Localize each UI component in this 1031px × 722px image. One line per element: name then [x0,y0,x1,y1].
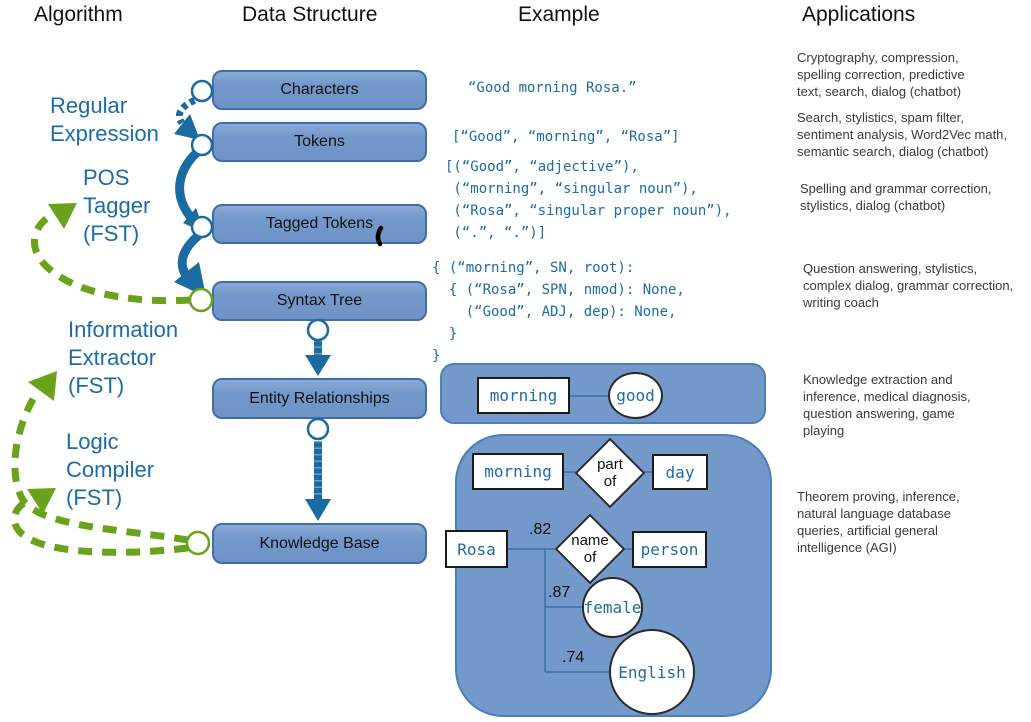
arrow-entity-relationships-to-knowledge-base [305,441,331,521]
er-node-good: good [608,372,663,419]
algorithm-label-logic-compiler: Logic Compiler (FST) [66,429,155,510]
example-tagged-tokens-text: [(“Good”, “adjective”), (“morning”, “sin… [445,159,732,241]
column-header-applications: Applications [802,3,916,26]
kb-node-female: female [582,577,643,638]
port-knowledge-base-left [185,530,211,556]
port-entity-relationships-bottom [306,417,330,441]
applications-entity-relationships: Knowledge extraction and inference, medi… [803,372,971,438]
box-knowledge-base: Knowledge Base [212,523,427,564]
box-characters-label: Characters [280,81,359,98]
kb-confidence-name-of: .82 [529,521,552,538]
kb-node-rosa-label: Rosa [457,539,496,559]
box-syntax-tree-label: Syntax Tree [276,292,363,309]
arrow-tagged-tokens-to-syntax-tree [174,231,206,297]
box-tokens: Tokens [212,122,427,162]
arrow-syntax-tree-to-entity-relationships [305,340,331,376]
kb-node-rosa: Rosa [445,530,508,568]
port-tagged-tokens [190,215,214,239]
algorithm-label-regular-expression: Regular Expression [50,93,159,146]
box-ports-green [185,287,214,556]
kb-node-female-label: female [583,598,642,617]
arrow-tokens-to-tagged-tokens [175,144,205,233]
kb-confidence-english: .74 [562,649,585,666]
kb-node-english-label: English [618,662,686,682]
kb-node-english: English [609,629,695,715]
kb-node-morning-label: morning [484,462,552,481]
kb-relation-name-of-label: name of [571,532,609,566]
er-node-morning-label: morning [489,386,558,405]
column-header-data-structure: Data Structure [242,3,378,26]
applications-tagged-tokens: Spelling and grammar correction, stylist… [800,181,992,213]
port-tokens [190,133,214,157]
box-entity-relationships-label: Entity Relationships [249,389,390,407]
algorithm-label-information-extractor: Information Extractor (FST) [68,317,179,398]
kb-node-person-label: person [640,540,699,559]
box-knowledge-base-label: Knowledge Base [259,534,380,552]
box-tokens-label: Tokens [294,133,345,150]
box-tagged-tokens: Tagged Tokens [212,204,427,244]
kb-confidence-female: .87 [548,584,571,601]
kb-node-morning: morning [472,453,564,490]
kb-node-person: person [632,531,707,568]
applications-syntax-tree: Question answering, stylistics, complex … [803,261,1014,310]
kb-node-day: day [652,454,708,490]
applications-knowledge-base: Theorem proving, inference, natural lang… [797,489,960,555]
box-characters: Characters [212,70,427,110]
algorithm-label-pos-tagger: POS Tagger (FST) [83,165,151,246]
port-syntax-tree-bottom [306,318,330,342]
kb-relation-name-of: name of [554,513,626,585]
er-node-morning: morning [477,377,570,414]
example-syntax-tree-text: { (“morning”, SN, root): { (“Rosa”, SPN,… [432,260,685,364]
kb-node-day-label: day [665,462,695,482]
arrow-characters-to-tokens [174,93,205,140]
port-syntax-tree-left [188,287,214,313]
example-characters-text: “Good morning Rosa.” [468,80,637,96]
box-tagged-tokens-label: Tagged Tokens [265,215,374,232]
applications-characters: Cryptography, compression, spelling corr… [797,50,965,99]
kb-relation-part-of-label: part of [597,456,623,490]
kb-relation-part-of: part of [574,437,646,509]
er-node-good-label: good [616,386,655,405]
box-syntax-tree: Syntax Tree [212,281,427,321]
port-characters [190,79,214,103]
example-tokens-text: [“Good”, “morning”, “Rosa”] [452,129,680,145]
box-entity-relationships: Entity Relationships [212,378,427,419]
column-header-algorithm: Algorithm [34,3,123,26]
applications-tokens: Search, stylistics, spam filter, sentime… [797,110,1008,159]
column-header-example: Example [518,3,600,26]
